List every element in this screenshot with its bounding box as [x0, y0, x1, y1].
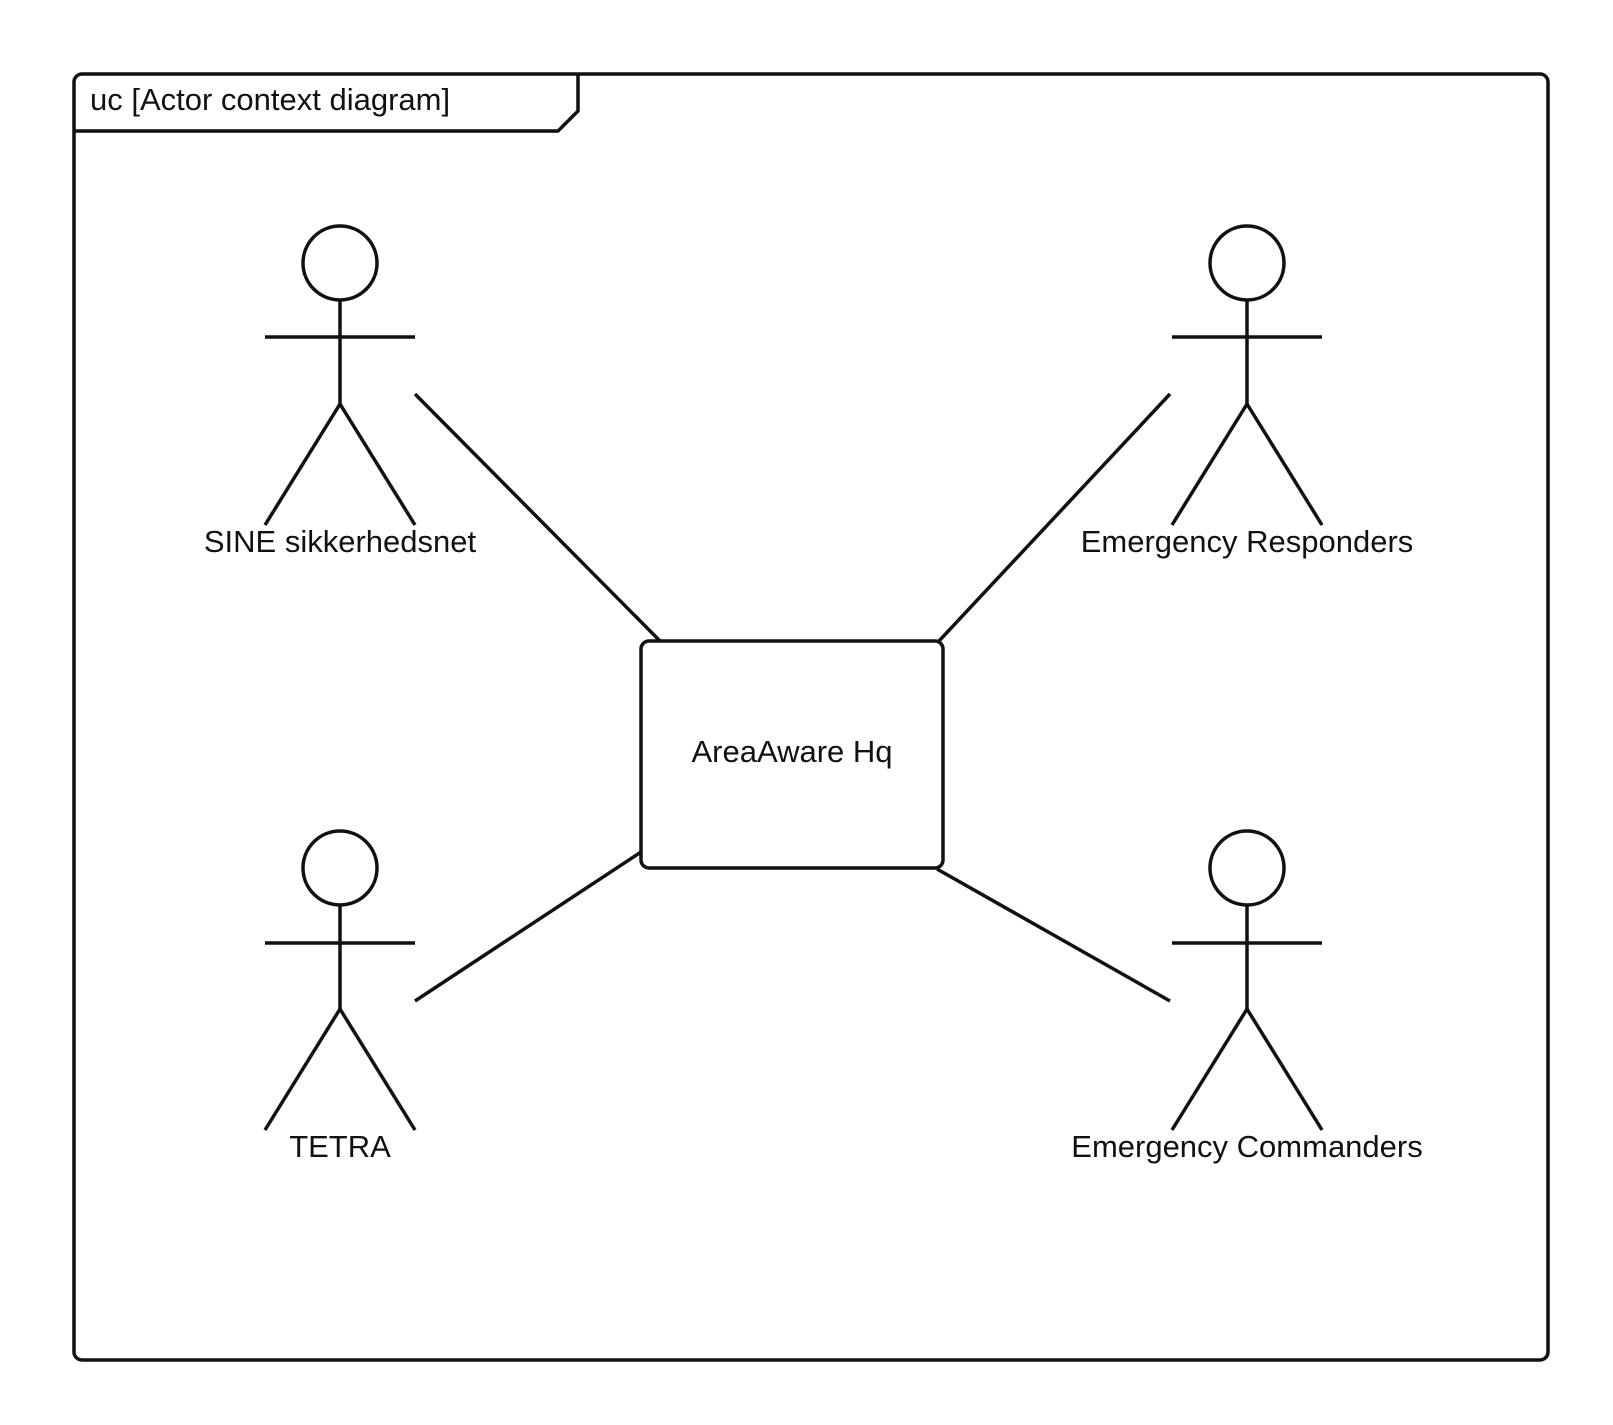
- actor-label: SINE sikkerhedsnet: [204, 524, 477, 559]
- actor-label: Emergency Responders: [1081, 524, 1414, 559]
- actor-commanders[interactable]: Emergency Commanders: [1071, 829, 1423, 1164]
- system-label: AreaAware Hq: [691, 734, 892, 769]
- system-box-border: [639, 639, 945, 870]
- diagram-frame: uc [Actor context diagram]: [72, 72, 1550, 1362]
- frame-title: uc [Actor context diagram]: [90, 82, 450, 117]
- frame-border: [72, 72, 1550, 1362]
- association-sine: [413, 392, 662, 643]
- stick-figure-icon: [263, 829, 417, 1131]
- actor-tetra[interactable]: TETRA: [263, 829, 417, 1164]
- actor-sine[interactable]: SINE sikkerhedsnet: [204, 224, 477, 559]
- frame-title-tab: [74, 74, 580, 133]
- association-commanders: [936, 867, 1171, 1003]
- actor-label: TETRA: [289, 1129, 391, 1164]
- stick-figure-icon: [1170, 829, 1324, 1131]
- associations: [413, 392, 1172, 1003]
- association-responders: [937, 392, 1172, 643]
- stick-figure-icon: [263, 224, 417, 526]
- actor-responders[interactable]: Emergency Responders: [1081, 224, 1414, 559]
- association-tetra: [414, 850, 642, 1003]
- system-box[interactable]: AreaAware Hq: [639, 639, 945, 870]
- actor-label: Emergency Commanders: [1071, 1129, 1422, 1164]
- stick-figure-icon: [1170, 224, 1324, 526]
